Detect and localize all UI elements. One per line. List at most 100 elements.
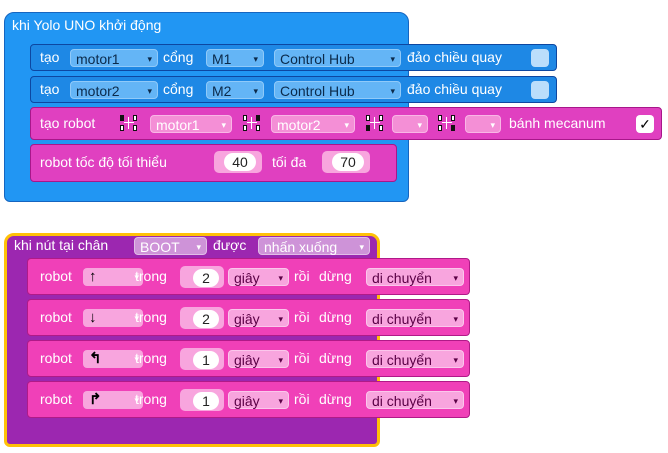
motor-name-value: motor2	[76, 83, 120, 99]
create-label: tạo	[40, 49, 60, 65]
in-label: trong	[135, 391, 167, 407]
time-unit-dropdown[interactable]: giây▾	[228, 309, 289, 327]
stop-mode-dropdown[interactable]: di chuyển▾	[366, 391, 464, 409]
direction-dropdown[interactable]: ↑▾	[83, 268, 143, 286]
got-label: được	[213, 237, 247, 253]
robot-label: robot	[40, 309, 72, 325]
time-unit-dropdown[interactable]: giây ▾	[228, 391, 289, 409]
chevron-down-icon: ▾	[253, 54, 258, 64]
motor-slot-3-dropdown[interactable]: ▾	[392, 115, 428, 133]
time-input[interactable]: 2	[193, 310, 219, 328]
chevron-down-icon: ▾	[278, 396, 283, 406]
back-left-motor-icon	[366, 115, 384, 131]
port-value: M2	[212, 83, 232, 99]
max-label: tối đa	[272, 154, 307, 170]
reverse-label: đảo chiều quay	[407, 81, 502, 97]
hub-value: Control Hub	[280, 83, 355, 99]
chevron-down-icon: ▾	[453, 273, 458, 283]
direction-arrow-icon: ↱	[89, 391, 102, 408]
chevron-down-icon: ▾	[134, 395, 139, 405]
chevron-down-icon: ▾	[453, 355, 458, 365]
port-label: cổng	[163, 81, 194, 97]
direction-arrow-icon: ↑	[89, 268, 97, 285]
create-label: tạo	[40, 81, 60, 97]
stop-label: dừng	[319, 309, 352, 325]
action-value: nhấn xuống	[264, 239, 338, 255]
stop-mode-dropdown[interactable]: di chuyển ▾	[366, 350, 464, 368]
stop-mode-value: di chuyển	[372, 270, 432, 286]
motor-name-dropdown[interactable]: motor2 ▾	[70, 81, 158, 99]
time-input[interactable]: 1	[193, 392, 219, 410]
hub-dropdown[interactable]: Control Hub ▾	[274, 81, 401, 99]
motor-slot-value: motor2	[277, 117, 321, 133]
time-unit-dropdown[interactable]: giây▾	[228, 268, 289, 286]
chevron-down-icon: ▾	[390, 86, 395, 96]
reverse-label: đảo chiều quay	[407, 49, 502, 65]
stop-mode-dropdown[interactable]: di chuyển ▾	[366, 309, 464, 327]
motor-name-value: motor1	[76, 51, 120, 67]
robot-label: robot	[40, 350, 72, 366]
then-label: rồi	[294, 350, 310, 366]
hub-dropdown[interactable]: Control Hub ▾	[274, 49, 401, 67]
back-right-motor-icon	[438, 115, 456, 131]
stop-mode-value: di chuyển	[372, 311, 432, 327]
direction-arrow-icon: ↓	[89, 309, 97, 326]
motor-name-dropdown[interactable]: motor1▾	[70, 49, 158, 67]
direction-dropdown[interactable]: ↱▾	[83, 391, 143, 409]
chevron-down-icon: ▾	[344, 120, 349, 130]
chevron-down-icon: ▾	[221, 120, 226, 130]
chevron-down-icon: ▾	[278, 355, 283, 365]
direction-dropdown[interactable]: ↰▾	[83, 350, 143, 368]
time-unit-value: giây	[234, 393, 260, 409]
chevron-down-icon: ▾	[278, 314, 283, 324]
create-robot-label: tạo robot	[40, 115, 96, 131]
stop-label: dừng	[319, 350, 352, 366]
time-unit-dropdown[interactable]: giây ▾	[228, 350, 289, 368]
robot-label: robot	[40, 391, 72, 407]
chevron-down-icon: ▾	[390, 54, 395, 64]
chevron-down-icon: ▾	[359, 242, 364, 252]
motor-slot-4-dropdown[interactable]: ▾	[465, 115, 501, 133]
time-input[interactable]: 2	[193, 269, 219, 287]
then-label: rồi	[294, 391, 310, 407]
then-label: rồi	[294, 309, 310, 325]
port-dropdown[interactable]: M1▾	[206, 49, 264, 67]
stop-label: dừng	[319, 391, 352, 407]
front-left-motor-icon	[120, 115, 138, 131]
motor-slot-value: motor1	[156, 117, 200, 133]
chevron-down-icon: ▾	[134, 272, 139, 282]
chevron-down-icon: ▾	[417, 120, 422, 130]
time-unit-value: giây	[234, 270, 260, 286]
direction-dropdown[interactable]: ↓▾	[83, 309, 143, 327]
in-label: trong	[135, 309, 167, 325]
action-dropdown[interactable]: nhấn xuống ▾	[258, 237, 370, 255]
time-unit-value: giây	[234, 352, 260, 368]
chevron-down-icon: ▾	[134, 313, 139, 323]
front-right-motor-icon	[243, 115, 261, 131]
event-label: khi Yolo UNO khởi động	[12, 17, 162, 33]
direction-arrow-icon: ↰	[89, 350, 102, 367]
chevron-down-icon: ▾	[147, 86, 152, 96]
mecanum-checkbox[interactable]: ✓	[636, 115, 654, 133]
max-speed-input[interactable]: 70	[332, 153, 364, 171]
in-label: trong	[135, 268, 167, 284]
pin-dropdown[interactable]: BOOT▾	[134, 237, 207, 255]
port-dropdown[interactable]: M2▾	[206, 81, 264, 99]
min-speed-input[interactable]: 40	[224, 153, 256, 171]
chevron-down-icon: ▾	[196, 242, 201, 252]
reverse-checkbox[interactable]	[531, 81, 549, 99]
reverse-checkbox[interactable]	[531, 49, 549, 67]
in-label: trong	[135, 350, 167, 366]
motor-slot-2-dropdown[interactable]: motor2 ▾	[271, 115, 355, 133]
stop-mode-dropdown[interactable]: di chuyển ▾	[366, 268, 464, 286]
chevron-down-icon: ▾	[134, 354, 139, 364]
stop-mode-value: di chuyển	[372, 393, 432, 409]
hub-value: Control Hub	[280, 51, 355, 67]
time-input[interactable]: 1	[193, 351, 219, 369]
stop-mode-value: di chuyển	[372, 352, 432, 368]
robot-label: robot	[40, 268, 72, 284]
motor-slot-1-dropdown[interactable]: motor1 ▾	[150, 115, 232, 133]
event-label: khi nút tại chân	[14, 237, 109, 253]
chevron-down-icon: ▾	[453, 314, 458, 324]
stop-label: dừng	[319, 268, 352, 284]
